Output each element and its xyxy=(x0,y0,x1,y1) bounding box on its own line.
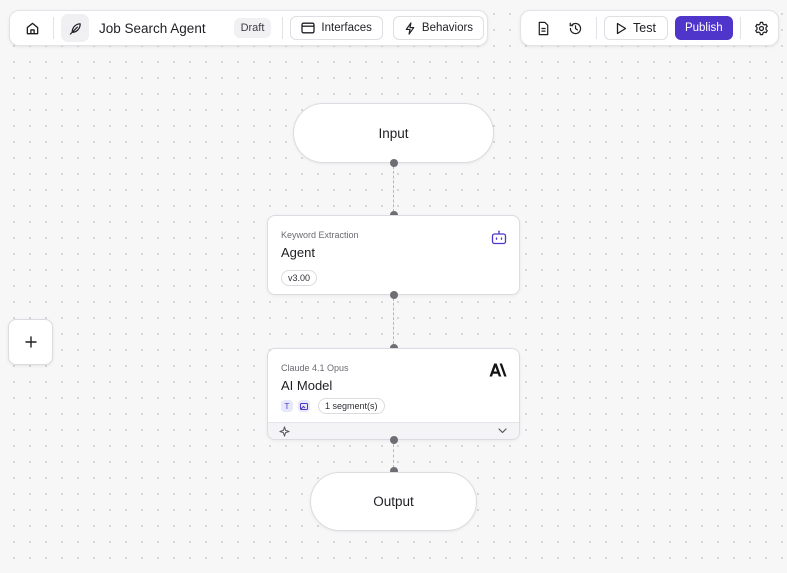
agent-node-title: Agent xyxy=(281,245,315,260)
robot-icon xyxy=(491,230,507,245)
document-button[interactable] xyxy=(529,14,557,42)
actions-toolbar: Test Publish xyxy=(520,10,779,46)
text-mode-badge: T xyxy=(281,400,293,412)
sparkle-icon[interactable] xyxy=(279,425,290,437)
history-button[interactable] xyxy=(561,14,589,42)
model-output-port[interactable] xyxy=(390,436,398,444)
window-icon xyxy=(301,22,316,34)
input-output-port[interactable] xyxy=(390,159,398,167)
output-node-label: Output xyxy=(373,494,414,509)
agent-name[interactable]: Job Search Agent xyxy=(99,20,206,36)
behaviors-label: Behaviors xyxy=(421,22,474,34)
connector-input-agent xyxy=(393,166,394,212)
model-node-subtitle: Claude 4.1 Opus xyxy=(281,363,349,373)
chevron-down-icon[interactable] xyxy=(498,428,507,434)
version-chip: v3.00 xyxy=(281,270,318,286)
plus-icon xyxy=(24,336,37,348)
model-node-meta: T 1 segment(s) xyxy=(281,398,385,414)
connector-model-output xyxy=(393,444,394,468)
add-node-button[interactable] xyxy=(8,319,53,365)
divider xyxy=(739,17,741,39)
segments-chip: 1 segment(s) xyxy=(318,398,385,414)
model-node-footer[interactable] xyxy=(268,422,519,439)
input-node[interactable]: Input xyxy=(293,103,494,163)
play-icon xyxy=(616,22,627,35)
agent-output-port[interactable] xyxy=(390,291,398,299)
behaviors-button[interactable]: Behaviors xyxy=(392,16,485,40)
status-badge: Draft xyxy=(233,18,272,38)
gear-icon xyxy=(754,21,769,36)
history-icon xyxy=(568,21,583,36)
agent-node-subtitle: Keyword Extraction xyxy=(281,230,359,240)
divider xyxy=(596,17,597,39)
home-icon xyxy=(25,21,40,36)
publish-button[interactable]: Publish xyxy=(674,16,733,40)
lightning-icon xyxy=(404,21,416,35)
test-button[interactable]: Test xyxy=(604,16,668,40)
agent-node-meta: v3.00 xyxy=(281,268,318,286)
divider xyxy=(282,17,284,39)
test-label: Test xyxy=(633,21,656,35)
ai-model-node[interactable]: Claude 4.1 Opus AI Model T 1 segment(s) xyxy=(267,348,520,440)
interfaces-button[interactable]: Interfaces xyxy=(290,16,383,40)
feather-icon xyxy=(68,21,83,36)
home-button[interactable] xyxy=(18,14,46,42)
document-icon xyxy=(537,21,550,36)
agent-icon-button[interactable] xyxy=(61,14,89,42)
divider xyxy=(53,17,54,39)
settings-button[interactable] xyxy=(748,14,776,42)
agent-node[interactable]: Keyword Extraction Agent v3.00 xyxy=(267,215,520,295)
connector-agent-model xyxy=(393,298,394,344)
input-node-label: Input xyxy=(378,125,409,141)
image-mode-badge xyxy=(298,400,310,412)
header-toolbar: Job Search Agent Draft Interfaces Behavi… xyxy=(9,10,488,46)
model-node-title: AI Model xyxy=(281,378,333,393)
interfaces-label: Interfaces xyxy=(321,22,372,34)
output-node[interactable]: Output xyxy=(310,472,477,531)
output-input-port[interactable] xyxy=(390,467,398,475)
anthropic-logo xyxy=(489,363,507,377)
